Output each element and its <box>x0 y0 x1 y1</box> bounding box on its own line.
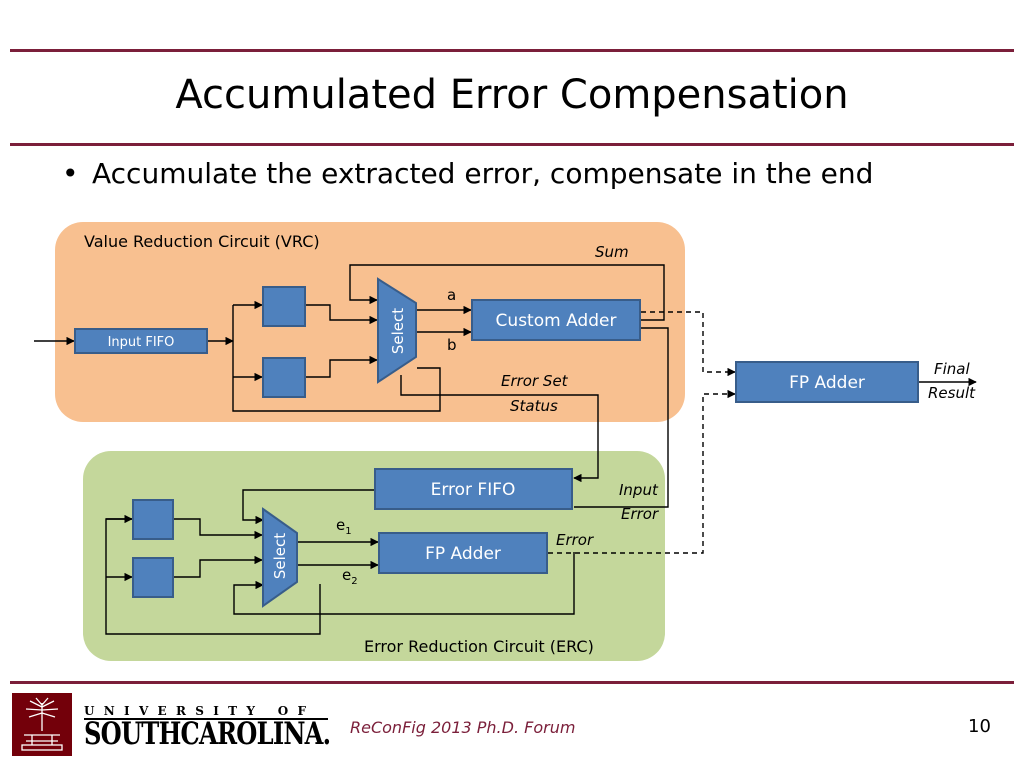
label-input-error: Error <box>621 505 659 523</box>
vrc-register-top <box>262 286 306 327</box>
footer-conference: ReConFig 2013 Ph.D. Forum <box>350 718 576 737</box>
final-fp-adder-block <box>735 361 919 403</box>
error-fifo-block <box>374 468 573 510</box>
logo-top-text: UNIVERSITY OF <box>84 704 316 718</box>
erc-register-bottom <box>132 557 174 598</box>
custom-adder-block <box>471 299 641 341</box>
erc-fp-adder-label: FP Adder <box>425 544 501 564</box>
vrc-select-mux <box>377 277 417 384</box>
label-sum: Sum <box>595 243 629 261</box>
input-fifo-block <box>74 328 208 354</box>
label-final: Final <box>934 360 970 378</box>
label-a: a <box>447 286 456 304</box>
logo-name: SOUTHCAROLINA. <box>84 716 331 752</box>
page-title: Accumulated Error Compensation <box>175 72 849 118</box>
erc-select-label: Select <box>271 533 289 579</box>
vrc-select-label: Select <box>389 308 407 354</box>
label-error-set: Error Set <box>501 372 569 390</box>
custom-adder-label: Custom Adder <box>496 311 617 331</box>
erc-select-mux <box>262 507 298 608</box>
bullet-text: Accumulate the extracted error, compensa… <box>92 157 874 190</box>
bullet-item: • Accumulate the extracted error, compens… <box>62 157 873 190</box>
vrc-register-bottom <box>262 357 306 398</box>
final-fp-adder-label: FP Adder <box>789 373 865 393</box>
university-seal-logo <box>12 693 72 756</box>
input-fifo-label: Input FIFO <box>108 335 175 350</box>
label-result: Result <box>928 384 976 402</box>
page-number: 10 <box>968 716 991 737</box>
erc-fp-adder-block <box>378 532 548 574</box>
logo-rule <box>84 718 328 720</box>
label-status: Status <box>510 397 558 415</box>
erc-register-top <box>132 499 174 540</box>
label-input: Input <box>619 481 659 499</box>
label-b: b <box>447 336 457 354</box>
title-rule <box>10 143 1014 146</box>
footer-rule <box>10 681 1014 684</box>
erc-label: Error Reduction Circuit (ERC) <box>364 637 594 656</box>
bullet-dot: • <box>62 157 79 190</box>
error-fifo-label: Error FIFO <box>431 480 516 500</box>
label-e1: e1 <box>336 516 352 537</box>
label-error-out: Error <box>556 531 594 549</box>
top-rule <box>10 49 1014 52</box>
label-e2: e2 <box>342 566 358 587</box>
vrc-label: Value Reduction Circuit (VRC) <box>84 232 320 251</box>
palmetto-icon <box>21 697 63 751</box>
